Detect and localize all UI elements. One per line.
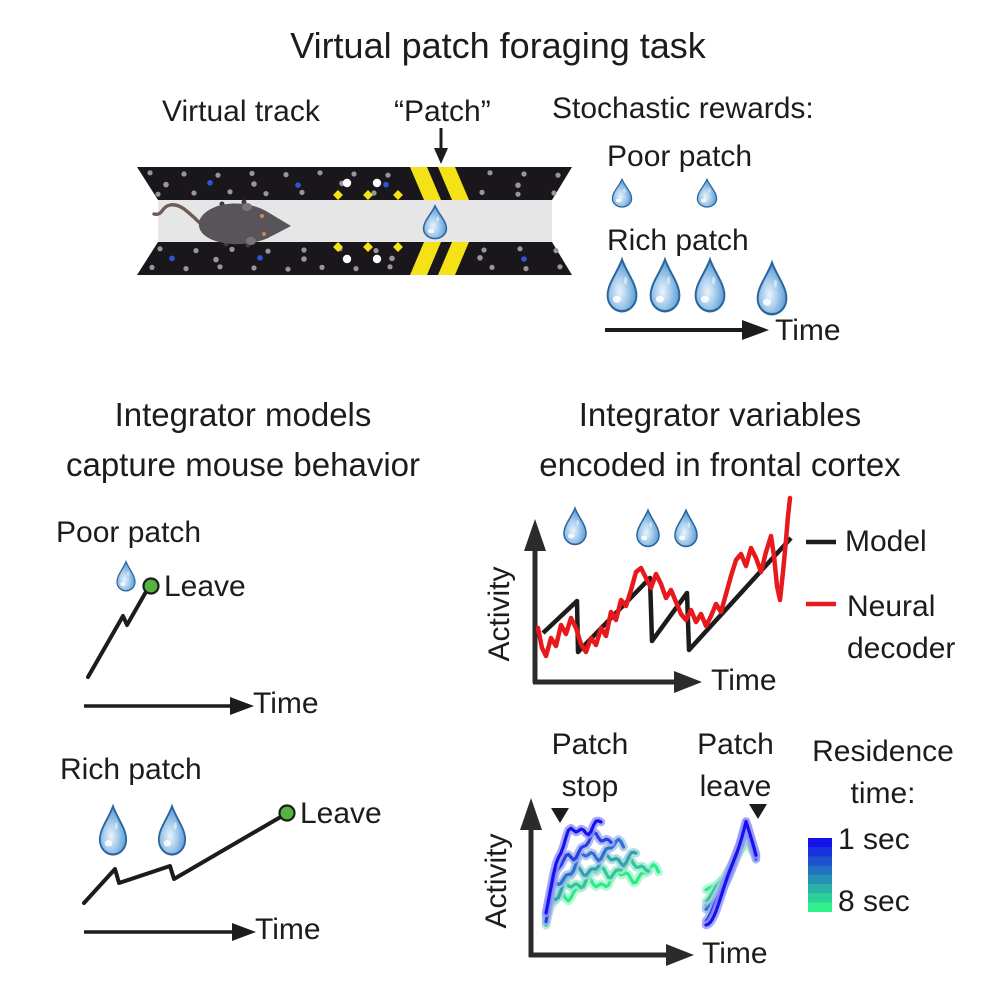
- time-axis-label: Time: [255, 913, 321, 946]
- water-drop-icon: [606, 258, 638, 313]
- time-axis-label: Time: [711, 664, 777, 697]
- legend-model-label: Model: [845, 525, 927, 558]
- behavior-title-line1: Integrator models: [114, 396, 372, 433]
- water-drop-icon: [696, 178, 718, 208]
- water-drop-icon: [116, 560, 136, 592]
- virtual-track-illustration: [137, 128, 572, 275]
- rich-patch-label: Rich patch: [607, 224, 749, 257]
- time-arrow: [84, 923, 256, 941]
- water-drop-icon: [649, 258, 681, 313]
- colorbar-bottom-label: 8 sec: [838, 885, 910, 918]
- residence-colorbar: [808, 838, 832, 912]
- patch-stop-label: Patch stop: [551, 728, 629, 803]
- time-axis-label: Time: [702, 937, 768, 970]
- leave-marker: [278, 804, 296, 822]
- water-drop-icon: [674, 509, 698, 548]
- neural-title-line2: encoded in frontal cortex: [539, 445, 901, 483]
- patch-pointer-arrow: [434, 128, 448, 164]
- water-drop-icon: [98, 805, 128, 856]
- stochastic-rewards-illustration: [605, 178, 788, 340]
- model-line: [541, 536, 793, 655]
- time-axis-label: Time: [253, 687, 319, 720]
- poor-patch-sparkline: [84, 560, 254, 715]
- patch-cue-dots: [333, 178, 403, 264]
- leave-label: Leave: [164, 570, 246, 603]
- patch-stripes: [410, 167, 469, 275]
- activity-axis-label: Activity: [480, 833, 513, 929]
- poor-patch-label: Poor patch: [607, 140, 753, 173]
- neural-panel-title: Integrator variables encoded in frontal …: [490, 390, 950, 489]
- wall-dots: [147, 170, 563, 272]
- behavior-panel-title: Integrator models capture mouse behavior: [10, 390, 476, 489]
- colorbar-top-label: 1 sec: [838, 823, 910, 856]
- poor-patch-plot-label: Poor patch: [56, 516, 202, 549]
- virtual-track-label: Virtual track: [162, 95, 320, 128]
- activity-axis-label: Activity: [483, 566, 516, 662]
- axes: [520, 798, 694, 966]
- stochastic-rewards-heading: Stochastic rewards:: [552, 92, 814, 125]
- residence-traces: [541, 816, 761, 930]
- axes: [524, 519, 702, 693]
- time-arrow: [84, 697, 254, 715]
- page-title: Virtual patch foraging task: [290, 25, 706, 66]
- time-axis-label: Time: [775, 314, 841, 347]
- water-drop-icon: [563, 507, 587, 546]
- residence-plot: [520, 798, 832, 966]
- behavior-title-line2: capture mouse behavior: [65, 445, 421, 483]
- neural-decoder-line: [535, 495, 793, 659]
- water-drop-icon: [611, 178, 633, 208]
- water-drop-icon: [636, 509, 660, 548]
- water-drop-icon: [756, 261, 788, 316]
- patch-leave-label: Patch leave: [697, 728, 774, 803]
- patch-stop-marker: [551, 808, 569, 823]
- leave-marker: [142, 577, 160, 595]
- residence-time-heading: Residence time:: [812, 735, 954, 810]
- mouse-icon: [152, 199, 291, 248]
- patch-leave-marker: [749, 804, 767, 819]
- legend-decoder-label: Neural decoder: [847, 590, 956, 665]
- neural-title-line1: Integrator variables: [578, 396, 862, 433]
- patch-label: “Patch”: [394, 95, 491, 128]
- rich-patch-sparkline: [82, 804, 296, 941]
- leave-label: Leave: [300, 797, 382, 830]
- water-drop-icon: [694, 258, 726, 313]
- rich-patch-plot-label: Rich patch: [60, 753, 202, 786]
- time-arrow: [605, 320, 769, 340]
- decoder-plot: [524, 495, 836, 693]
- water-drop-icon: [157, 805, 187, 856]
